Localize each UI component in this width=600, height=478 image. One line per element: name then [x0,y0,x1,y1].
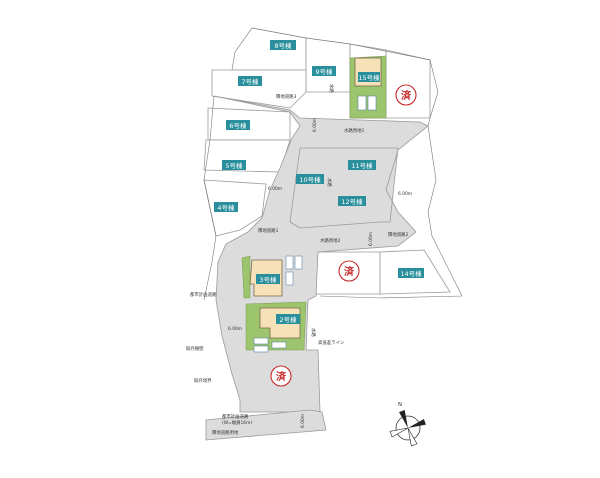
parcel-sold-top[interactable] [385,49,431,119]
tag-7[interactable]: 7号棟 [238,76,262,86]
svg-text:11号棟: 11号棟 [351,161,373,170]
tag-11[interactable]: 11号棟 [348,160,376,170]
parking-15a [357,95,367,111]
parking-3c [294,255,303,270]
label-waterway-1: 水路用地1 [344,127,365,134]
label-existing-wall: 既存擁壁 [186,345,204,352]
outer-boundary [251,27,463,299]
label-road-width-2: 6.00m [268,186,282,192]
compass-east-needle [408,419,426,428]
svg-text:4号棟: 4号棟 [217,203,235,212]
svg-text:8号棟: 8号棟 [274,41,292,50]
tag-4[interactable]: 4号棟 [214,202,238,212]
tag-10[interactable]: 10号棟 [296,174,324,184]
label-water-3: 水路 [310,328,317,337]
compass-rose: N [389,402,426,447]
svg-text:7号棟: 7号棟 [241,77,259,86]
green-3 [241,255,251,299]
label-road-width-1: 6.00m [312,118,318,132]
sold-mark-top: 済 [395,84,417,106]
inner-boundary [203,95,217,301]
label-road-width-3: 6.00m [398,191,412,197]
label-water-2: 水路 [326,178,333,187]
parking-3b [285,271,294,286]
svg-text:14号棟: 14号棟 [400,269,422,278]
svg-text:済: 済 [344,265,355,278]
svg-text:3号棟: 3号棟 [259,275,277,284]
tag-15[interactable]: 15号棟 [358,72,380,82]
label-neighbor-road-3: 隣地道路3 [276,93,297,100]
parcel-7[interactable] [211,69,307,109]
south-road [205,409,327,441]
label-road-width-4: 6.00m [368,232,374,246]
annotations: 隣地道路3 6.00m 水路用地1 6.00m 6.00m 隣地道路1 水路用地… [186,84,412,436]
tag-8[interactable]: 8号棟 [270,40,296,50]
sold-mark-bottom: 済 [270,365,292,387]
label-city-road-1: 都市計画道路 [190,291,217,298]
parking-2c [271,341,287,349]
tag-6[interactable]: 6号棟 [226,120,250,130]
label-waterway-2: 水路用地2 [320,237,341,244]
tag-14[interactable]: 14号棟 [398,268,424,278]
sold-mark-mid: 済 [338,260,360,282]
tag-12[interactable]: 12号棟 [338,196,366,206]
label-road-width-6: 6.00m [300,414,306,428]
parking-2a [253,337,269,345]
parking-15b [367,95,377,111]
label-neighbor-road-1: 隣地道路1 [258,227,279,234]
label-boundary: 既存境界 [194,377,212,384]
svg-text:6号棟: 6号棟 [229,121,247,130]
tag-5[interactable]: 5号棟 [222,160,246,170]
parcel-5[interactable] [203,139,291,173]
parcel-9[interactable] [305,37,351,93]
boundary-lines [203,27,463,301]
label-neighbor-road-land: 隣地道路用地 [212,429,239,436]
sold-marks: 済 済 済 [270,84,417,387]
svg-text:10号棟: 10号棟 [299,175,321,184]
compass-n: N [398,402,402,408]
label-water-1: 水路 [328,84,335,93]
tag-3[interactable]: 3号棟 [256,274,280,284]
svg-text:5号棟: 5号棟 [225,161,243,170]
compass-north-needle [399,410,408,428]
lot-tags: 8号棟 9号棟 7号棟 15号棟 6号棟 5号棟 4号棟 10号棟 11号棟 1… [214,40,424,324]
svg-text:15号棟: 15号棟 [358,73,380,82]
svg-text:9号棟: 9号棟 [315,67,333,76]
label-road-width-note: (W=幅員16m) [222,419,252,426]
label-city-road-2: 都市計画道路 [222,413,249,420]
compass-ring [395,415,421,441]
parking-2b [253,345,269,353]
tag-9[interactable]: 9号棟 [312,66,336,76]
label-level-line: 高低差ライン [318,339,345,346]
compass-west-needle [389,427,409,438]
compass-south-needle [407,427,418,447]
svg-text:済: 済 [401,89,412,102]
tag-2[interactable]: 2号棟 [276,314,300,324]
svg-text:12号棟: 12号棟 [341,197,363,206]
svg-text:2号棟: 2号棟 [279,315,297,324]
parking-3a [285,255,294,270]
label-road-width-5: 6.00m [228,326,242,332]
label-neighbor-road-2: 隣地道路2 [388,231,409,238]
svg-text:済: 済 [276,370,287,383]
